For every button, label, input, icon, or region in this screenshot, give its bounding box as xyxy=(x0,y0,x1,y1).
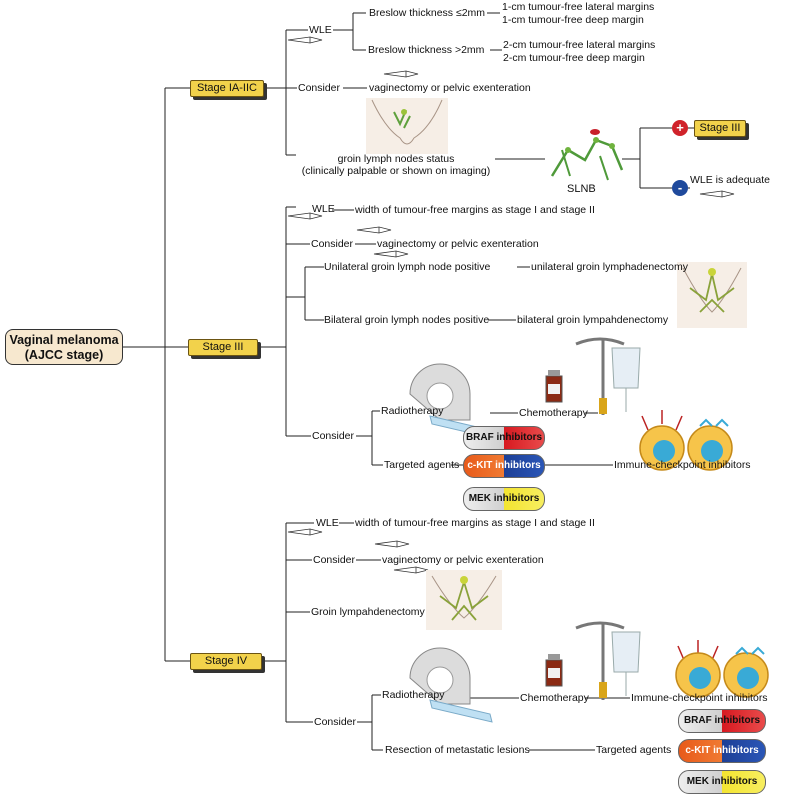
s4-radiotherapy-label: Radiotherapy xyxy=(382,689,445,701)
s1-breslow-gt-label: Breslow thickness >2mm xyxy=(368,44,485,56)
slnb-label: SLNB xyxy=(567,183,596,195)
s3-braf-capsule: BRAF inhibitors xyxy=(463,426,545,450)
s1-groin-status-line1: groin lymph nodes status xyxy=(337,153,455,165)
chemotherapy-iv-icon xyxy=(545,337,641,700)
stage-ia-iic-box: Stage IA-IIC xyxy=(190,80,264,97)
s4-vaginectomy-label: vaginectomy or pelvic exenteration xyxy=(382,554,544,566)
immune-cell-icon xyxy=(639,410,769,698)
s3-wle-label: WLE xyxy=(312,203,335,215)
s4-mek-capsule: MEK inhibitors xyxy=(678,770,766,794)
s4-chemotherapy-label: Chemotherapy xyxy=(520,692,589,704)
s4-braf-capsule: BRAF inhibitors xyxy=(678,709,766,733)
stage-iv-box: Stage IV xyxy=(190,653,262,670)
root-subtitle: (AJCC stage) xyxy=(24,348,104,362)
s3-bilateral-lnd: bilateral groin lympahdenectomy xyxy=(517,314,669,326)
s4-ckit-label: c-KIT inhibitors xyxy=(685,745,759,756)
s3-ckit-label: c-KIT inhibitors xyxy=(467,460,541,471)
s1-groin-status-label: groin lymph nodes status (clinically pal… xyxy=(297,153,495,177)
s4-consider-label: Consider xyxy=(313,554,356,566)
wle-adequate-label: WLE is adequate xyxy=(690,174,770,186)
s1-breslow-le-label: Breslow thickness ≤2mm xyxy=(369,7,486,19)
s3-ckit-capsule: c-KIT inhibitors xyxy=(463,454,545,478)
s3-margins-label: width of tumour-free margins as stage I … xyxy=(355,204,595,216)
s4-immune-checkpoint-label: Immune-checkpoint inhibitors xyxy=(631,692,768,704)
s3-mek-capsule: MEK inhibitors xyxy=(463,487,545,511)
s4-resection-label: Resection of metastatic lesions xyxy=(385,744,530,756)
pelvis-lymph-illustration xyxy=(366,98,448,154)
s1-wle-label: WLE xyxy=(309,24,332,36)
s4-targeted-agents-label: Targeted agents xyxy=(596,744,672,756)
s1-le-lateral-margin: 1-cm tumour-free lateral margins xyxy=(502,1,655,13)
s3-consider-label: Consider xyxy=(311,238,354,250)
s1-vaginectomy-label: vaginectomy or pelvic exenteration xyxy=(369,82,531,94)
s4-wle-label: WLE xyxy=(316,517,339,529)
s1-consider-label: Consider xyxy=(298,82,341,94)
s1-gt-deep-margin: 2-cm tumour-free deep margin xyxy=(503,52,645,64)
s3-unilateral-positive: Unilateral groin lymph node positive xyxy=(324,261,491,273)
s3-unilateral-lnd: unilateral groin lymphadenectomy xyxy=(531,261,689,273)
radiotherapy-machine-icon xyxy=(409,363,493,723)
s3-targeted-agents-label: Targeted agents xyxy=(384,459,460,471)
s4-mek-label: MEK inhibitors xyxy=(686,776,758,787)
stage-iii-result-box: Stage III xyxy=(694,120,746,137)
s4-consider-therapy-label: Consider xyxy=(314,716,357,728)
negative-sign: - xyxy=(672,180,688,196)
s4-braf-label: BRAF inhibitors xyxy=(683,715,761,726)
s3-immune-checkpoint-label: Immune-checkpoint inhibitors xyxy=(614,459,751,471)
stage-iii-box: Stage III xyxy=(188,339,258,356)
s3-mek-label: MEK inhibitors xyxy=(468,493,540,504)
s3-vaginectomy-label: vaginectomy or pelvic exenteration xyxy=(377,238,539,250)
s1-gt-lateral-margin: 2-cm tumour-free lateral margins xyxy=(503,39,656,51)
s3-radiotherapy-label: Radiotherapy xyxy=(381,405,444,417)
s3-chemotherapy-label: Chemotherapy xyxy=(519,407,588,419)
root-node: Vaginal melanoma (AJCC stage) xyxy=(5,329,123,365)
s4-groin-lnd-label: Groin lympahdenectomy xyxy=(311,606,425,618)
s1-le-deep-margin: 1-cm tumour-free deep margin xyxy=(502,14,644,26)
slnb-illustration xyxy=(550,129,624,181)
s1-groin-status-line2: (clinically palpable or shown on imaging… xyxy=(301,165,491,177)
s3-braf-label: BRAF inhibitors xyxy=(465,432,543,443)
s3-bilateral-positive: Bilateral groin lymph nodes positive xyxy=(324,314,490,326)
groin-lymph-illustration xyxy=(426,262,747,630)
s4-ckit-capsule: c-KIT inhibitors xyxy=(678,739,766,763)
positive-sign: + xyxy=(672,120,688,136)
root-title: Vaginal melanoma xyxy=(9,333,119,347)
s4-margins-label: width of tumour-free margins as stage I … xyxy=(355,517,595,529)
s3-consider-therapy-label: Consider xyxy=(312,430,355,442)
